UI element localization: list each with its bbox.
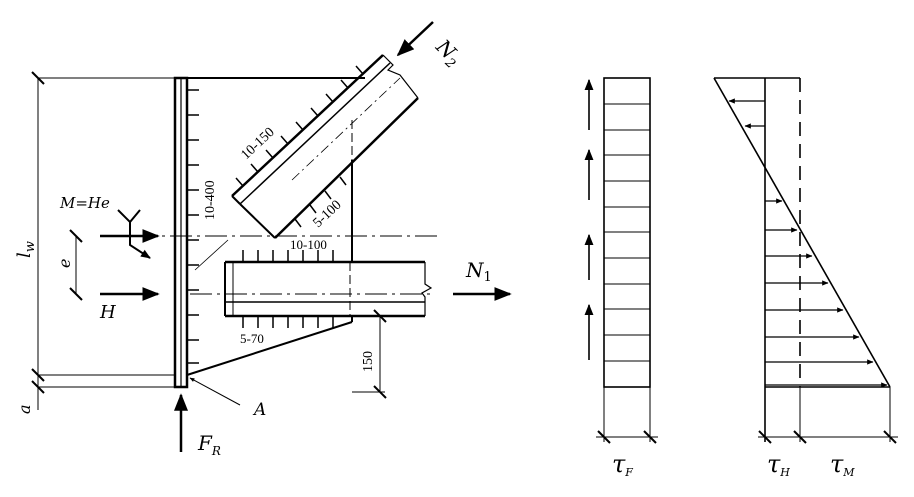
left-labels: N2 N1 M=He e H lw a FR A 10-150 10-400 5…	[14, 34, 492, 458]
tauF-diagram	[584, 77, 658, 444]
label-M: M=He	[59, 194, 110, 212]
dimension-150	[352, 309, 387, 399]
label-e: e	[55, 259, 74, 268]
forces	[100, 21, 512, 452]
weld-label-10-100: 10-100	[290, 237, 327, 252]
dimension-label-150: 150	[361, 351, 376, 372]
moment-symbol	[117, 209, 150, 258]
weld-label-10-400: 10-400	[203, 180, 218, 220]
label-H: H	[99, 302, 116, 323]
left-weld-ticks	[187, 89, 199, 364]
label-lw: lw	[14, 241, 38, 258]
label-A: A	[252, 400, 266, 420]
weld-label-5-70: 5-70	[240, 331, 264, 346]
gusset-assembly	[31, 54, 440, 410]
diagonal-member	[231, 54, 419, 239]
label-tauF: τF	[612, 450, 633, 479]
pointer-A	[189, 377, 241, 406]
dimension-lw	[31, 71, 175, 410]
dimension-e	[69, 229, 83, 301]
label-N2: N2	[429, 34, 467, 72]
label-FR: FR	[197, 431, 221, 458]
label-a: a	[15, 404, 34, 414]
gusset-bottom-edge	[186, 321, 353, 376]
label-N1: N1	[465, 258, 492, 285]
label-tauM: τM	[830, 450, 855, 479]
arrow-N2	[396, 21, 434, 57]
tauH-tauM-diagram	[713, 77, 898, 444]
weld-label-5-100: 5-100	[310, 198, 344, 231]
horizontal-member	[224, 250, 433, 328]
label-tauH: τH	[767, 450, 790, 479]
